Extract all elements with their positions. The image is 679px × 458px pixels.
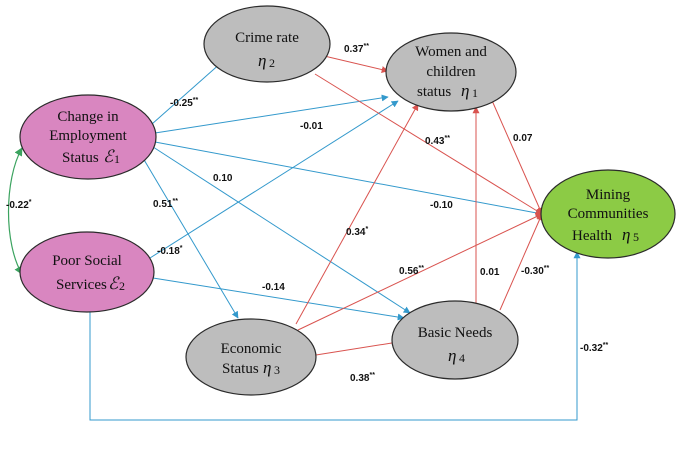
edge-econ-women (295, 103, 419, 325)
edge-e1-health (154, 141, 543, 217)
node-subscript: 2 (269, 56, 275, 70)
edge-label-econ-basic: 0.38** (350, 372, 375, 384)
node-poor-services: Poor Social Services ℰ 2 (19, 231, 155, 313)
node-label-line: Status (222, 361, 259, 377)
node-subscript: 2 (119, 279, 125, 293)
node-label-line: Communities (568, 206, 649, 222)
node-symbol: η (258, 51, 266, 70)
node-label-line: Services (56, 277, 107, 293)
node-subscript: 4 (459, 351, 465, 365)
node-label-line: Women and (415, 44, 487, 60)
node-label-line: Crime rate (235, 30, 299, 46)
node-symbol: η (622, 225, 630, 244)
edge-label-e2-health: -0.32** (580, 342, 609, 354)
node-label-line: Basic Needs (418, 325, 493, 341)
node-women-children: Women and children status η 1 (385, 32, 517, 112)
edge-e2-health (89, 251, 581, 421)
node-label-line: Economic (221, 341, 282, 357)
nodes: Change in Employment Status ℰ 1 Poor Soc… (19, 5, 676, 396)
edge-econ-health (297, 213, 543, 331)
node-symbol: η (461, 81, 469, 100)
edge-label-e2-women: -0.18* (157, 245, 183, 257)
edge-basic-health (499, 213, 543, 311)
node-label-line: Status (62, 150, 99, 166)
edge-e1-women (154, 94, 389, 134)
edge-label-cov-e1-e2: -0.22* (6, 199, 32, 211)
node-symbol: ℰ (103, 147, 115, 166)
edge-labels: -0.22* -0.25** -0.01 0.10 0.51** -0.10 -… (6, 43, 609, 384)
edge-label-econ-health: 0.56** (399, 265, 424, 277)
edge-label-crime-women: 0.37** (344, 43, 369, 55)
node-label-line: Change in (57, 109, 119, 125)
node-label-line: Mining (586, 187, 631, 203)
node-subscript: 3 (274, 363, 280, 377)
edge-label-e1-econ: 0.51** (153, 198, 178, 210)
node-label-line: children (426, 64, 476, 80)
edge-e1-econ (139, 152, 239, 319)
edge-crime-women (319, 54, 389, 73)
edge-cov-e1-e2 (7, 147, 23, 275)
edge-e1-basic (149, 144, 411, 314)
edge-label-crime-health: 0.43** (425, 135, 450, 147)
edge-label-e1-basic: 0.10 (213, 173, 233, 184)
edge-label-e1-women: -0.01 (300, 121, 323, 132)
node-subscript: 1 (472, 86, 478, 100)
edge-e2-basic (152, 277, 405, 321)
node-label-line: Health (572, 228, 612, 244)
node-symbol: ℰ (108, 274, 120, 293)
node-label-line: Employment (49, 128, 127, 144)
node-symbol: η (263, 358, 271, 377)
edge-econ-basic (315, 339, 399, 356)
edge-label-basic-women: 0.01 (480, 267, 500, 278)
edge-label-e1-crime: -0.25** (170, 97, 199, 109)
edge-label-e2-basic: -0.14 (262, 282, 285, 293)
edge-label-e1-health: -0.10 (430, 200, 453, 211)
edges (7, 54, 581, 421)
edge-e1-crime (151, 61, 223, 125)
edge-label-basic-health: -0.30** (521, 265, 550, 277)
edge-e2-women (149, 100, 399, 259)
node-label-line: Poor Social (52, 253, 122, 269)
edge-label-women-health: 0.07 (513, 133, 533, 144)
edge-label-econ-women: 0.34* (346, 226, 368, 238)
edge-crime-health (314, 73, 543, 215)
node-subscript: 5 (633, 230, 639, 244)
node-label-line: status (417, 84, 451, 100)
node-symbol: η (448, 346, 456, 365)
edge-women-health (489, 95, 543, 215)
node-subscript: 1 (114, 152, 120, 166)
node-basic-needs: Basic Needs η 4 (391, 300, 519, 380)
node-mining-health: Mining Communities Health η 5 (540, 169, 676, 259)
node-crime-rate: Crime rate η 2 (203, 5, 331, 83)
node-economic-status: Economic Status η 3 (185, 318, 317, 396)
node-change-employment: Change in Employment Status ℰ 1 (19, 94, 157, 180)
